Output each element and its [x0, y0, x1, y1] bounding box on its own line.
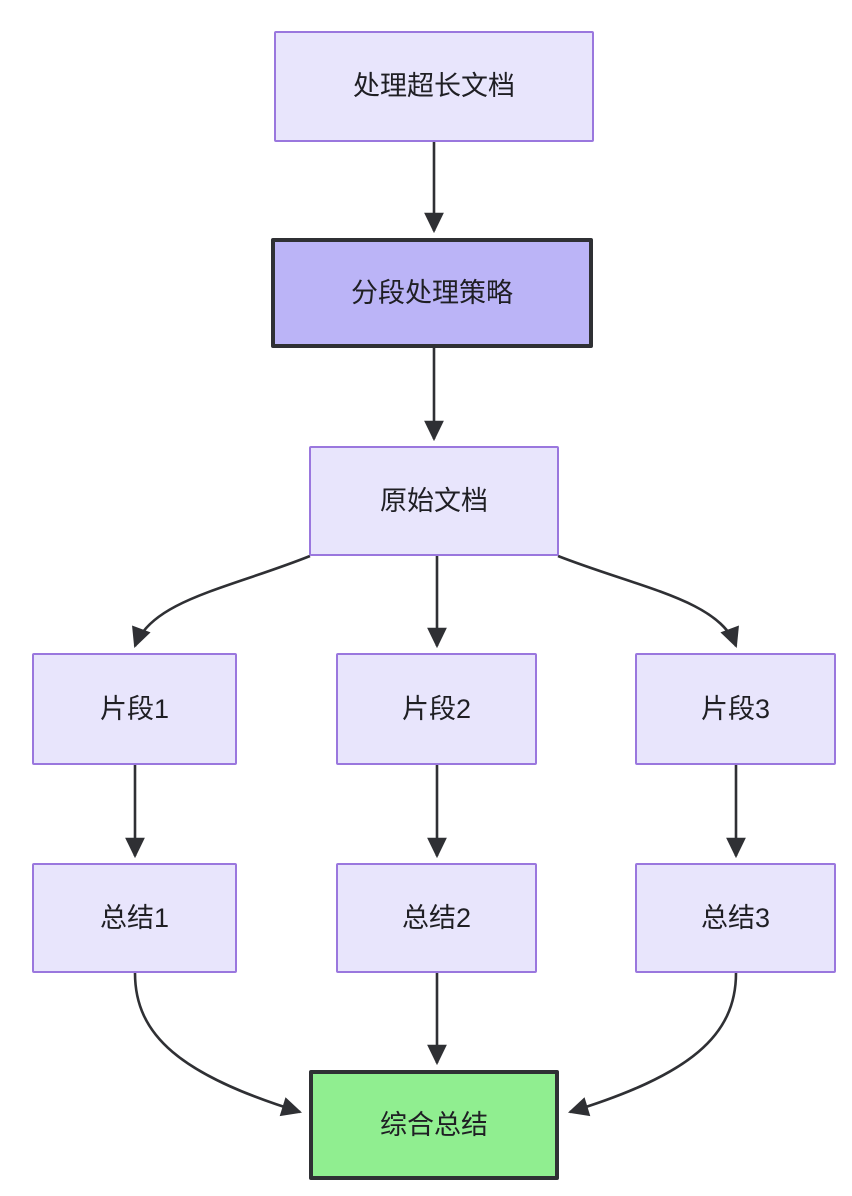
node-chunk3[interactable]: 片段3	[635, 653, 836, 765]
node-summary2-label: 总结2	[401, 902, 472, 933]
edge-original-to-chunk3	[557, 554, 739, 648]
node-final[interactable]: 综合总结	[309, 1070, 559, 1180]
node-chunk2-label: 片段2	[401, 693, 472, 724]
node-strategy-label: 分段处理策略	[351, 277, 513, 308]
node-summary3-label: 总结3	[700, 902, 771, 933]
node-summary1[interactable]: 总结1	[32, 863, 237, 973]
node-final-label: 综合总结	[380, 1109, 488, 1140]
node-chunk1[interactable]: 片段1	[32, 653, 237, 765]
node-chunk3-label: 片段3	[700, 693, 771, 724]
node-summary2[interactable]: 总结2	[336, 863, 537, 973]
node-original-label: 原始文档	[380, 485, 488, 516]
node-doc-label: 处理超长文档	[353, 71, 515, 102]
node-summary3[interactable]: 总结3	[635, 863, 836, 973]
node-original[interactable]: 原始文档	[309, 446, 559, 556]
node-summary1-label: 总结1	[99, 902, 170, 933]
edge-summary1-to-final	[133, 972, 302, 1117]
node-chunk2[interactable]: 片段2	[336, 653, 537, 765]
edge-original-to-chunk1	[132, 554, 311, 648]
node-chunk1-label: 片段1	[99, 693, 170, 724]
node-doc[interactable]: 处理超长文档	[274, 31, 594, 142]
edge-summary3-to-final	[568, 972, 738, 1117]
node-strategy[interactable]: 分段处理策略	[271, 238, 593, 348]
